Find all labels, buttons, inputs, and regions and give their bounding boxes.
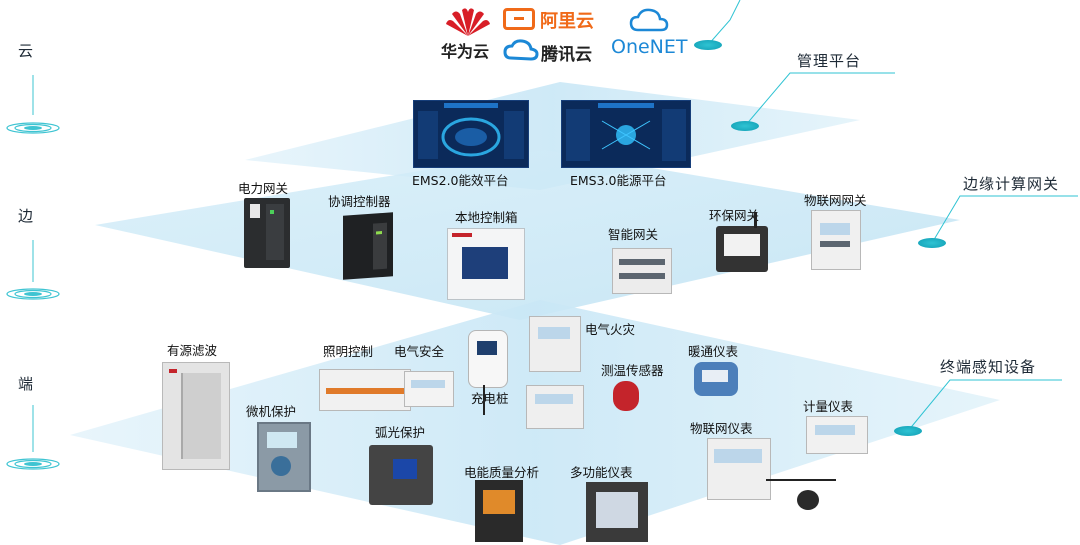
aliyun-text: 阿里云 bbox=[540, 11, 594, 32]
smart-gateway-device bbox=[612, 248, 672, 294]
antenna-base-icon bbox=[797, 490, 819, 510]
multi-meter-device bbox=[586, 482, 648, 542]
micro-protection-label: 微机保护 bbox=[246, 404, 297, 419]
aliyun-logo-icon bbox=[503, 8, 535, 30]
callout-terminal-devices: 终端感知设备 bbox=[940, 358, 1037, 376]
arc-protection-label: 弧光保护 bbox=[375, 425, 426, 440]
smart-gateway-label: 智能网关 bbox=[608, 227, 659, 242]
iot-gateway-device bbox=[811, 210, 861, 270]
tier-label-terminal: 端 bbox=[18, 375, 34, 393]
hvac-meter-device bbox=[694, 362, 738, 396]
iot-meter-device bbox=[707, 438, 836, 500]
electric-fire-device bbox=[529, 316, 581, 372]
power-quality-label: 电能质量分析 bbox=[464, 465, 540, 480]
coord-controller-label: 协调控制器 bbox=[328, 194, 391, 209]
tier-ring-edge bbox=[6, 240, 60, 300]
charging-pile-label: 充电桩 bbox=[471, 391, 509, 406]
multi-meter-label: 多功能仪表 bbox=[570, 465, 633, 480]
electric-fire-label: 电气火灾 bbox=[585, 322, 636, 337]
iot-gateway-label: 物联网网关 bbox=[804, 193, 867, 208]
env-gateway-device bbox=[716, 212, 768, 272]
callout-connector-edge bbox=[918, 195, 1078, 248]
ems3-screenshot bbox=[561, 100, 691, 168]
hvac-meter-label: 暖通仪表 bbox=[688, 344, 739, 359]
tencent-cloud-logo-icon bbox=[503, 39, 539, 61]
lighting-control-label: 照明控制 bbox=[323, 344, 374, 359]
power-gateway-device bbox=[244, 198, 290, 268]
power-gateway-label: 电力网关 bbox=[238, 181, 289, 196]
metering-meter-label: 计量仪表 bbox=[803, 399, 854, 414]
callout-edge-gateway: 边缘计算网关 bbox=[963, 175, 1060, 193]
edge-plane bbox=[95, 150, 960, 320]
callout-management-platform: 管理平台 bbox=[797, 52, 862, 70]
onenet-text: OneNET bbox=[611, 36, 688, 58]
management-plane bbox=[245, 82, 860, 190]
coord-controller-device bbox=[343, 212, 393, 280]
local-box-device bbox=[447, 228, 525, 300]
active-filter-cabinet bbox=[162, 362, 230, 470]
tencent-cloud-text: 腾讯云 bbox=[541, 45, 592, 65]
tier-label-cloud: 云 bbox=[18, 42, 34, 60]
local-box-label: 本地控制箱 bbox=[455, 210, 518, 225]
active-filter-label: 有源滤波 bbox=[167, 343, 218, 358]
env-gateway-label: 环保网关 bbox=[709, 208, 760, 223]
callout-connector-management bbox=[731, 72, 895, 131]
huawei-logo-icon bbox=[446, 8, 490, 36]
tier-ring-cloud bbox=[6, 75, 60, 134]
callout-connector-cloud bbox=[694, 0, 741, 50]
tier-ring-terminal bbox=[6, 405, 60, 470]
metering-meter-device bbox=[806, 416, 868, 454]
iot-meter-label: 物联网仪表 bbox=[690, 421, 753, 436]
temp-sensor-device bbox=[613, 381, 639, 411]
electrical-safety-label: 电气安全 bbox=[394, 344, 445, 359]
tier-label-edge: 边 bbox=[18, 207, 34, 225]
micro-protection-device bbox=[257, 422, 311, 492]
ems3-label: EMS3.0能源平台 bbox=[570, 173, 667, 188]
power-quality-device bbox=[475, 480, 523, 542]
lighting-control-device bbox=[319, 369, 411, 411]
onenet-cloud-icon bbox=[629, 8, 669, 32]
callout-connector-terminal bbox=[894, 379, 1062, 436]
huawei-cloud-text: 华为云 bbox=[441, 42, 490, 61]
ems2-label: EMS2.0能效平台 bbox=[412, 173, 509, 188]
temp-sensor-label: 测温传感器 bbox=[601, 363, 664, 378]
arc-protection-device bbox=[369, 445, 433, 505]
electrical-safety-device bbox=[404, 371, 454, 407]
ems2-screenshot bbox=[413, 100, 529, 168]
charging-pile-device bbox=[468, 330, 508, 415]
electric-fire-detector-device bbox=[526, 385, 584, 429]
